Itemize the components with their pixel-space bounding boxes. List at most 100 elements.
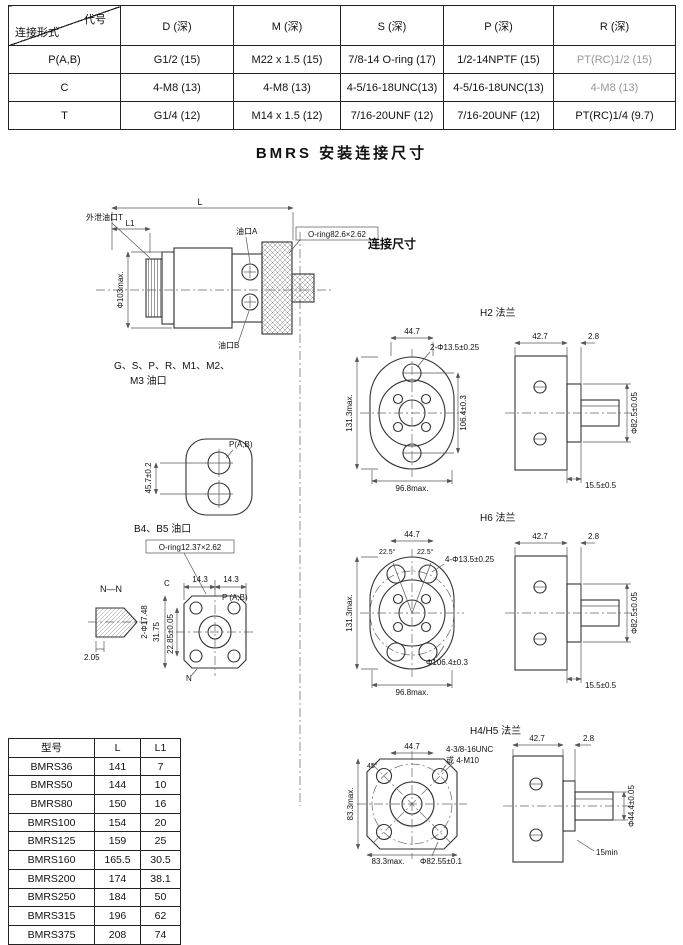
model-l: 159 [94,831,141,852]
dim-L1: L1 [126,219,135,228]
h6-angle-2: 22.5° [417,548,434,556]
spec-cell: 4-M8 (13) [553,73,676,102]
h2-flange-view: H2 法兰 44.7 2-Φ13.5±0.25 131.3max. 106.4±… [345,306,639,493]
motor-body [173,247,233,329]
model-name: BMRS80 [8,794,95,814]
port-section-cone [95,607,138,638]
h2-dim-1064: 106.4±0.3 [459,395,468,431]
h45-dim-833h: 83.3max. [372,857,405,866]
corner-bottom-label: 连接形式 [15,27,59,39]
h6-dim-1313: 131.3max. [345,594,354,631]
b45-title: B4、B5 油口 [134,522,191,535]
h6-dim-427: 42.7 [532,532,548,541]
spec-cell: 1/2-14NPTF (15) [443,45,554,74]
h45-dim-bolt: Φ82.55±0.1 [420,857,462,866]
h6-angle-1: 22.5° [379,548,396,556]
dim-c: C [164,579,170,588]
gspr-p-label: P(A,B) [229,440,253,449]
model-col-l: L [94,738,141,758]
model-l1: 7 [140,756,181,777]
spec-table: 代号 连接形式 D (深) M (深) S (深) P (深) R (深) P(… [8,5,676,130]
model-l1: 16 [140,794,181,814]
h2-dim-1313: 131.3max. [345,394,354,431]
motor-side-view: L L1 外泄油口T 油口A 油口B O-ring82.6×2.62 连接尺寸 [86,197,416,806]
port-a-circle [241,263,259,281]
model-name: BMRS160 [8,850,95,870]
h6-dim-447: 44.7 [404,530,420,539]
model-l1: 20 [140,812,181,833]
page-title: BMRS 安装连接尺寸 [255,145,428,162]
gspr-title-1: G、S、P、R、M1、M2、 [114,361,230,372]
dim-2-05: 2.05 [84,653,100,662]
spec-cell: 4-M8 (13) [120,73,234,102]
h2-dim-447: 44.7 [404,327,420,336]
model-l1: 74 [140,924,181,945]
b45-port-view: B4、B5 油口 O-ring12.37×2.62 N—N 2.05 2-Φ17… [84,522,254,683]
h45-dim-833v: 83.3max. [346,788,355,821]
b45-p-label: P (A,B) [222,593,248,602]
spec-cell: 7/16-20UNF (12) [340,101,444,130]
h45-flange-outline [366,758,458,850]
h45-dim-447: 44.7 [404,742,420,751]
model-l: 208 [94,924,141,945]
spec-cell: 4-M8 (13) [233,73,341,102]
model-l: 141 [94,756,141,777]
dim-port-spacing: 45.7±0.2 [144,462,153,494]
model-name: BMRS36 [8,756,95,777]
spec-cell: PT(RC)1/2 (15) [553,45,676,74]
connection-size-heading: 连接尺寸 [368,236,416,251]
row-label: P(A,B) [8,45,121,74]
model-l: 174 [94,868,141,889]
model-name: BMRS375 [8,924,95,945]
spec-cell: 7/8-14 O-ring (17) [340,45,444,74]
h2-title: H2 法兰 [480,306,516,319]
model-l: 184 [94,887,141,908]
model-name: BMRS50 [8,775,95,796]
h45-angle: 45° [367,762,378,770]
port-b-circle [241,293,259,311]
h6-flange-view: H6 法兰 44.7 22.5° 22.5° 4-Φ13.5±0.25 131.… [345,511,639,697]
h2-dim-968: 96.8max. [396,484,429,493]
h6-dim-pilot: Φ82.5±0.05 [630,591,639,633]
mounting-flange [261,241,293,335]
model-l1: 50 [140,887,181,908]
model-l1: 10 [140,775,181,796]
col-header-p: P (深) [443,5,554,46]
spec-corner-cell: 代号 连接形式 [8,5,121,46]
col-header-d: D (深) [120,5,234,46]
spec-cell: PT(RC)1/4 (9.7) [553,101,676,130]
dim-143-b: 14.3 [223,575,239,584]
model-l1: 62 [140,906,181,926]
model-l: 154 [94,812,141,833]
h6-dim-28: 2.8 [588,532,600,541]
h6-dim-968: 96.8max. [396,688,429,697]
h45-title: H4/H5 法兰 [470,724,521,737]
dim-body-dia: Φ103max. [116,271,125,308]
dim-port-dia: 2-Φ17.48 [140,605,149,639]
model-l1: 38.1 [140,868,181,889]
dim-143-a: 14.3 [192,575,208,584]
h6-holes-label: 4-Φ13.5±0.25 [445,555,495,564]
spec-cell: 4-5/16-18UNC(13) [340,73,444,102]
spec-cell: M14 x 1.5 (12) [233,101,341,130]
h45-dim-28: 2.8 [583,734,595,743]
h45-dim-427: 42.7 [529,734,545,743]
dim-2285: 22.85±0.05 [166,613,175,654]
h45-flange-view: H4/H5 法兰 44.7 45° 4-3/8-16UNC 或 4-M10 83… [346,724,636,866]
technical-drawing: L L1 外泄油口T 油口A 油口B O-ring82.6×2.62 连接尺寸 [84,197,639,866]
col-header-m: M (深) [233,5,341,46]
model-header-row: 型号 L L1 [8,738,181,758]
model-name: BMRS200 [8,868,95,889]
spec-cell: 7/16-20UNF (12) [443,101,554,130]
splined-shaft [145,258,163,318]
spec-cell: G1/4 (12) [120,101,234,130]
port-face [185,438,253,516]
gspr-port-view: G、S、P、R、M1、M2、 M3 油口 P(A,B) 45.7±0.2 [114,361,253,516]
